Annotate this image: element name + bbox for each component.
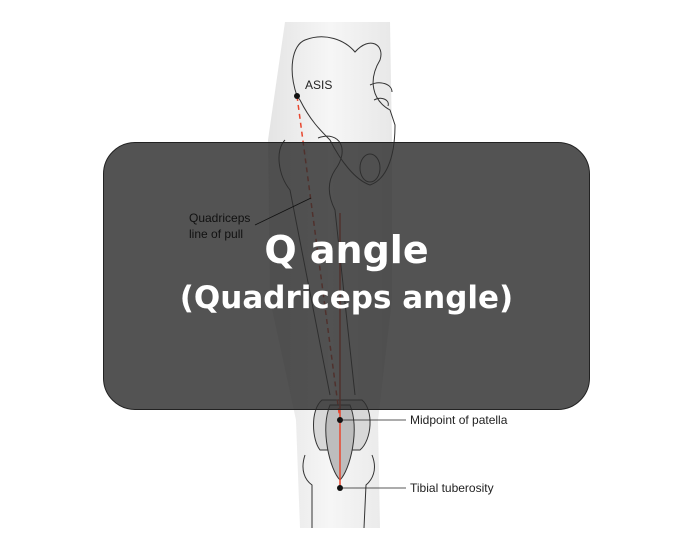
title-overlay: Q angle (Quadriceps angle) [103,142,590,410]
patella-label: Midpoint of patella [410,413,508,427]
asis-point [294,93,300,99]
overlay-subtitle: (Quadriceps angle) [179,280,514,316]
tibial-label: Tibial tuberosity [410,481,494,495]
asis-label: ASIS [305,78,332,92]
overlay-title: Q angle [264,228,429,272]
